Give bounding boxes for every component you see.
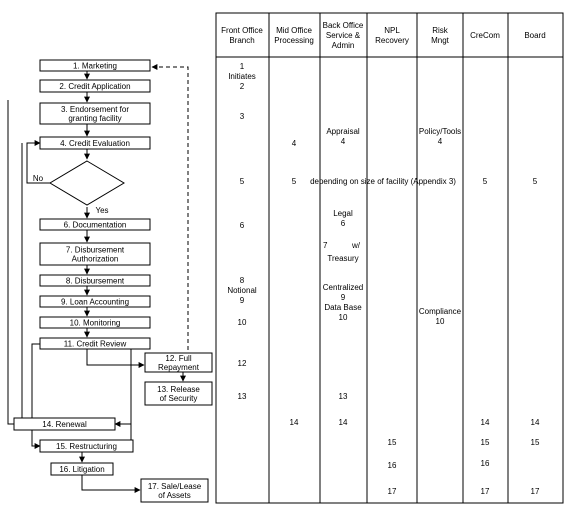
flow-step-box bbox=[39, 218, 151, 231]
flow-step-label: 6. Documentation bbox=[64, 220, 127, 229]
flow-step-box bbox=[39, 79, 151, 93]
flow-step-label: 14. Renewal bbox=[42, 420, 87, 429]
flow-step-s2: 2. Credit Application bbox=[39, 79, 151, 93]
flow-step-s1: 1. Marketing bbox=[39, 59, 151, 72]
approval-decision-diamond bbox=[49, 160, 125, 206]
flow-step-label: 2. Credit Application bbox=[59, 82, 130, 91]
column-header-c7: Board bbox=[524, 31, 545, 40]
flow-step-s9: 9. Loan Accounting bbox=[39, 295, 151, 308]
table-cell: 14 bbox=[481, 418, 490, 427]
flow-step-label: 9. Loan Accounting bbox=[61, 297, 129, 306]
table-cell: 15 bbox=[388, 438, 397, 447]
table-cell: 4 bbox=[292, 139, 297, 148]
table-cell: 5 bbox=[533, 177, 538, 186]
flow-step-box bbox=[39, 102, 151, 125]
table-cell: 5 bbox=[292, 177, 297, 186]
flow-step-box bbox=[39, 316, 151, 329]
responsibility-table bbox=[215, 12, 564, 504]
table-cell: 14 bbox=[531, 418, 540, 427]
table-cell: 3 bbox=[240, 112, 245, 121]
flow-step-box bbox=[39, 274, 151, 287]
flow-step-label: 8. Disbursement bbox=[66, 276, 125, 285]
flow-step-s10: 10. Monitoring bbox=[39, 316, 151, 329]
flow-step-box bbox=[140, 478, 209, 503]
flow-step-box bbox=[144, 381, 213, 406]
flow-step-box bbox=[144, 352, 213, 373]
table-cell: 15 bbox=[481, 438, 490, 447]
table-cell: 13 bbox=[339, 392, 348, 401]
approval-no-label: No bbox=[33, 174, 44, 183]
flow-step-box bbox=[50, 462, 114, 476]
flow-step-s16: 16. Litigation bbox=[50, 462, 114, 476]
table-cell: 12 bbox=[238, 359, 247, 368]
table-cell: 6 bbox=[240, 221, 245, 230]
table-cell: 16 bbox=[481, 459, 490, 468]
table-cell: 17 bbox=[531, 487, 540, 496]
flow-step-label: 16. Litigation bbox=[59, 465, 104, 474]
column-header-c6: CreCom bbox=[470, 31, 500, 40]
flow-step-label: 4. Credit Evaluation bbox=[60, 139, 130, 148]
table-cell: 14 bbox=[339, 418, 348, 427]
table-cell: 5 bbox=[483, 177, 488, 186]
flow-step-box bbox=[39, 439, 134, 453]
flow-step-s4: 4. Credit Evaluation bbox=[39, 136, 151, 150]
flow-step-label: 10. Monitoring bbox=[70, 318, 121, 327]
table-cell: Treasury bbox=[327, 254, 358, 263]
table-cell: depending on size of facility (Appendix … bbox=[310, 177, 456, 186]
flow-step-s11: 11. Credit Review bbox=[39, 337, 151, 350]
flow-step-label: 1. Marketing bbox=[73, 61, 117, 70]
flow-step-box bbox=[39, 295, 151, 308]
flow-step-box bbox=[13, 417, 116, 431]
table-cell: 5 bbox=[240, 177, 245, 186]
flow-step-s14: 14. Renewal bbox=[13, 417, 116, 431]
flow-step-box bbox=[39, 136, 151, 150]
table-cell: 16 bbox=[388, 461, 397, 470]
table-cell: 17 bbox=[481, 487, 490, 496]
flow-step-box bbox=[39, 337, 151, 350]
approval-yes-label: Yes bbox=[95, 206, 108, 215]
flow-step-s15: 15. Restructuring bbox=[39, 439, 134, 453]
flow-step-box bbox=[39, 242, 151, 266]
table-cell: 13 bbox=[238, 392, 247, 401]
flow-step-s8: 8. Disbursement bbox=[39, 274, 151, 287]
flow-step-box bbox=[39, 59, 151, 72]
flow-step-label: 11. Credit Review bbox=[64, 339, 127, 348]
flow-step-s6: 6. Documentation bbox=[39, 218, 151, 231]
flow-steps: 1. Marketing 2. Credit Application 3. Endo… bbox=[13, 59, 213, 503]
table-cell: 10 bbox=[238, 318, 247, 327]
table-cell: 17 bbox=[388, 487, 397, 496]
flow-step-label: 15. Restructuring bbox=[56, 442, 117, 451]
dashed-feedback-connector bbox=[151, 64, 189, 357]
table-cell: 14 bbox=[290, 418, 299, 427]
table-cell: 15 bbox=[531, 438, 540, 447]
